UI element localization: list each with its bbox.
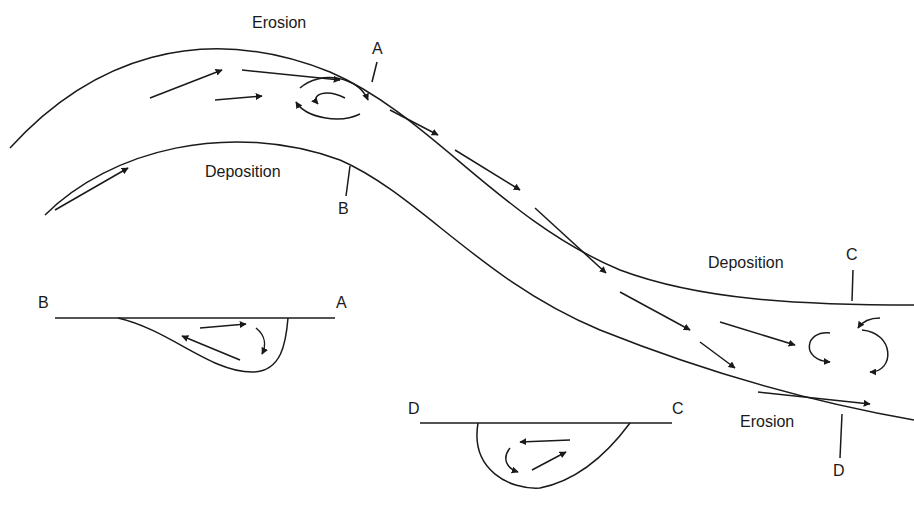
- process-label: Erosion: [252, 14, 306, 32]
- section-end-letter: A: [336, 294, 347, 312]
- leader-line: [346, 62, 853, 458]
- flow-arrows: [55, 70, 870, 404]
- section-end-letter: D: [408, 400, 420, 418]
- eddy-circulation: [809, 318, 888, 372]
- point-letter: B: [338, 200, 349, 218]
- process-label: Deposition: [708, 254, 784, 272]
- point-letter: D: [833, 462, 845, 480]
- point-letter: A: [372, 40, 383, 58]
- eddy-circulation: [296, 78, 368, 119]
- section-end-letter: C: [672, 400, 684, 418]
- inner-bank: [45, 142, 914, 420]
- point-letter: C: [846, 246, 858, 264]
- process-label: Erosion: [740, 413, 794, 431]
- cross-section: [420, 423, 672, 488]
- process-label: Deposition: [205, 163, 281, 181]
- cross-section: [55, 318, 335, 372]
- section-end-letter: B: [38, 294, 49, 312]
- outer-bank: [10, 49, 914, 305]
